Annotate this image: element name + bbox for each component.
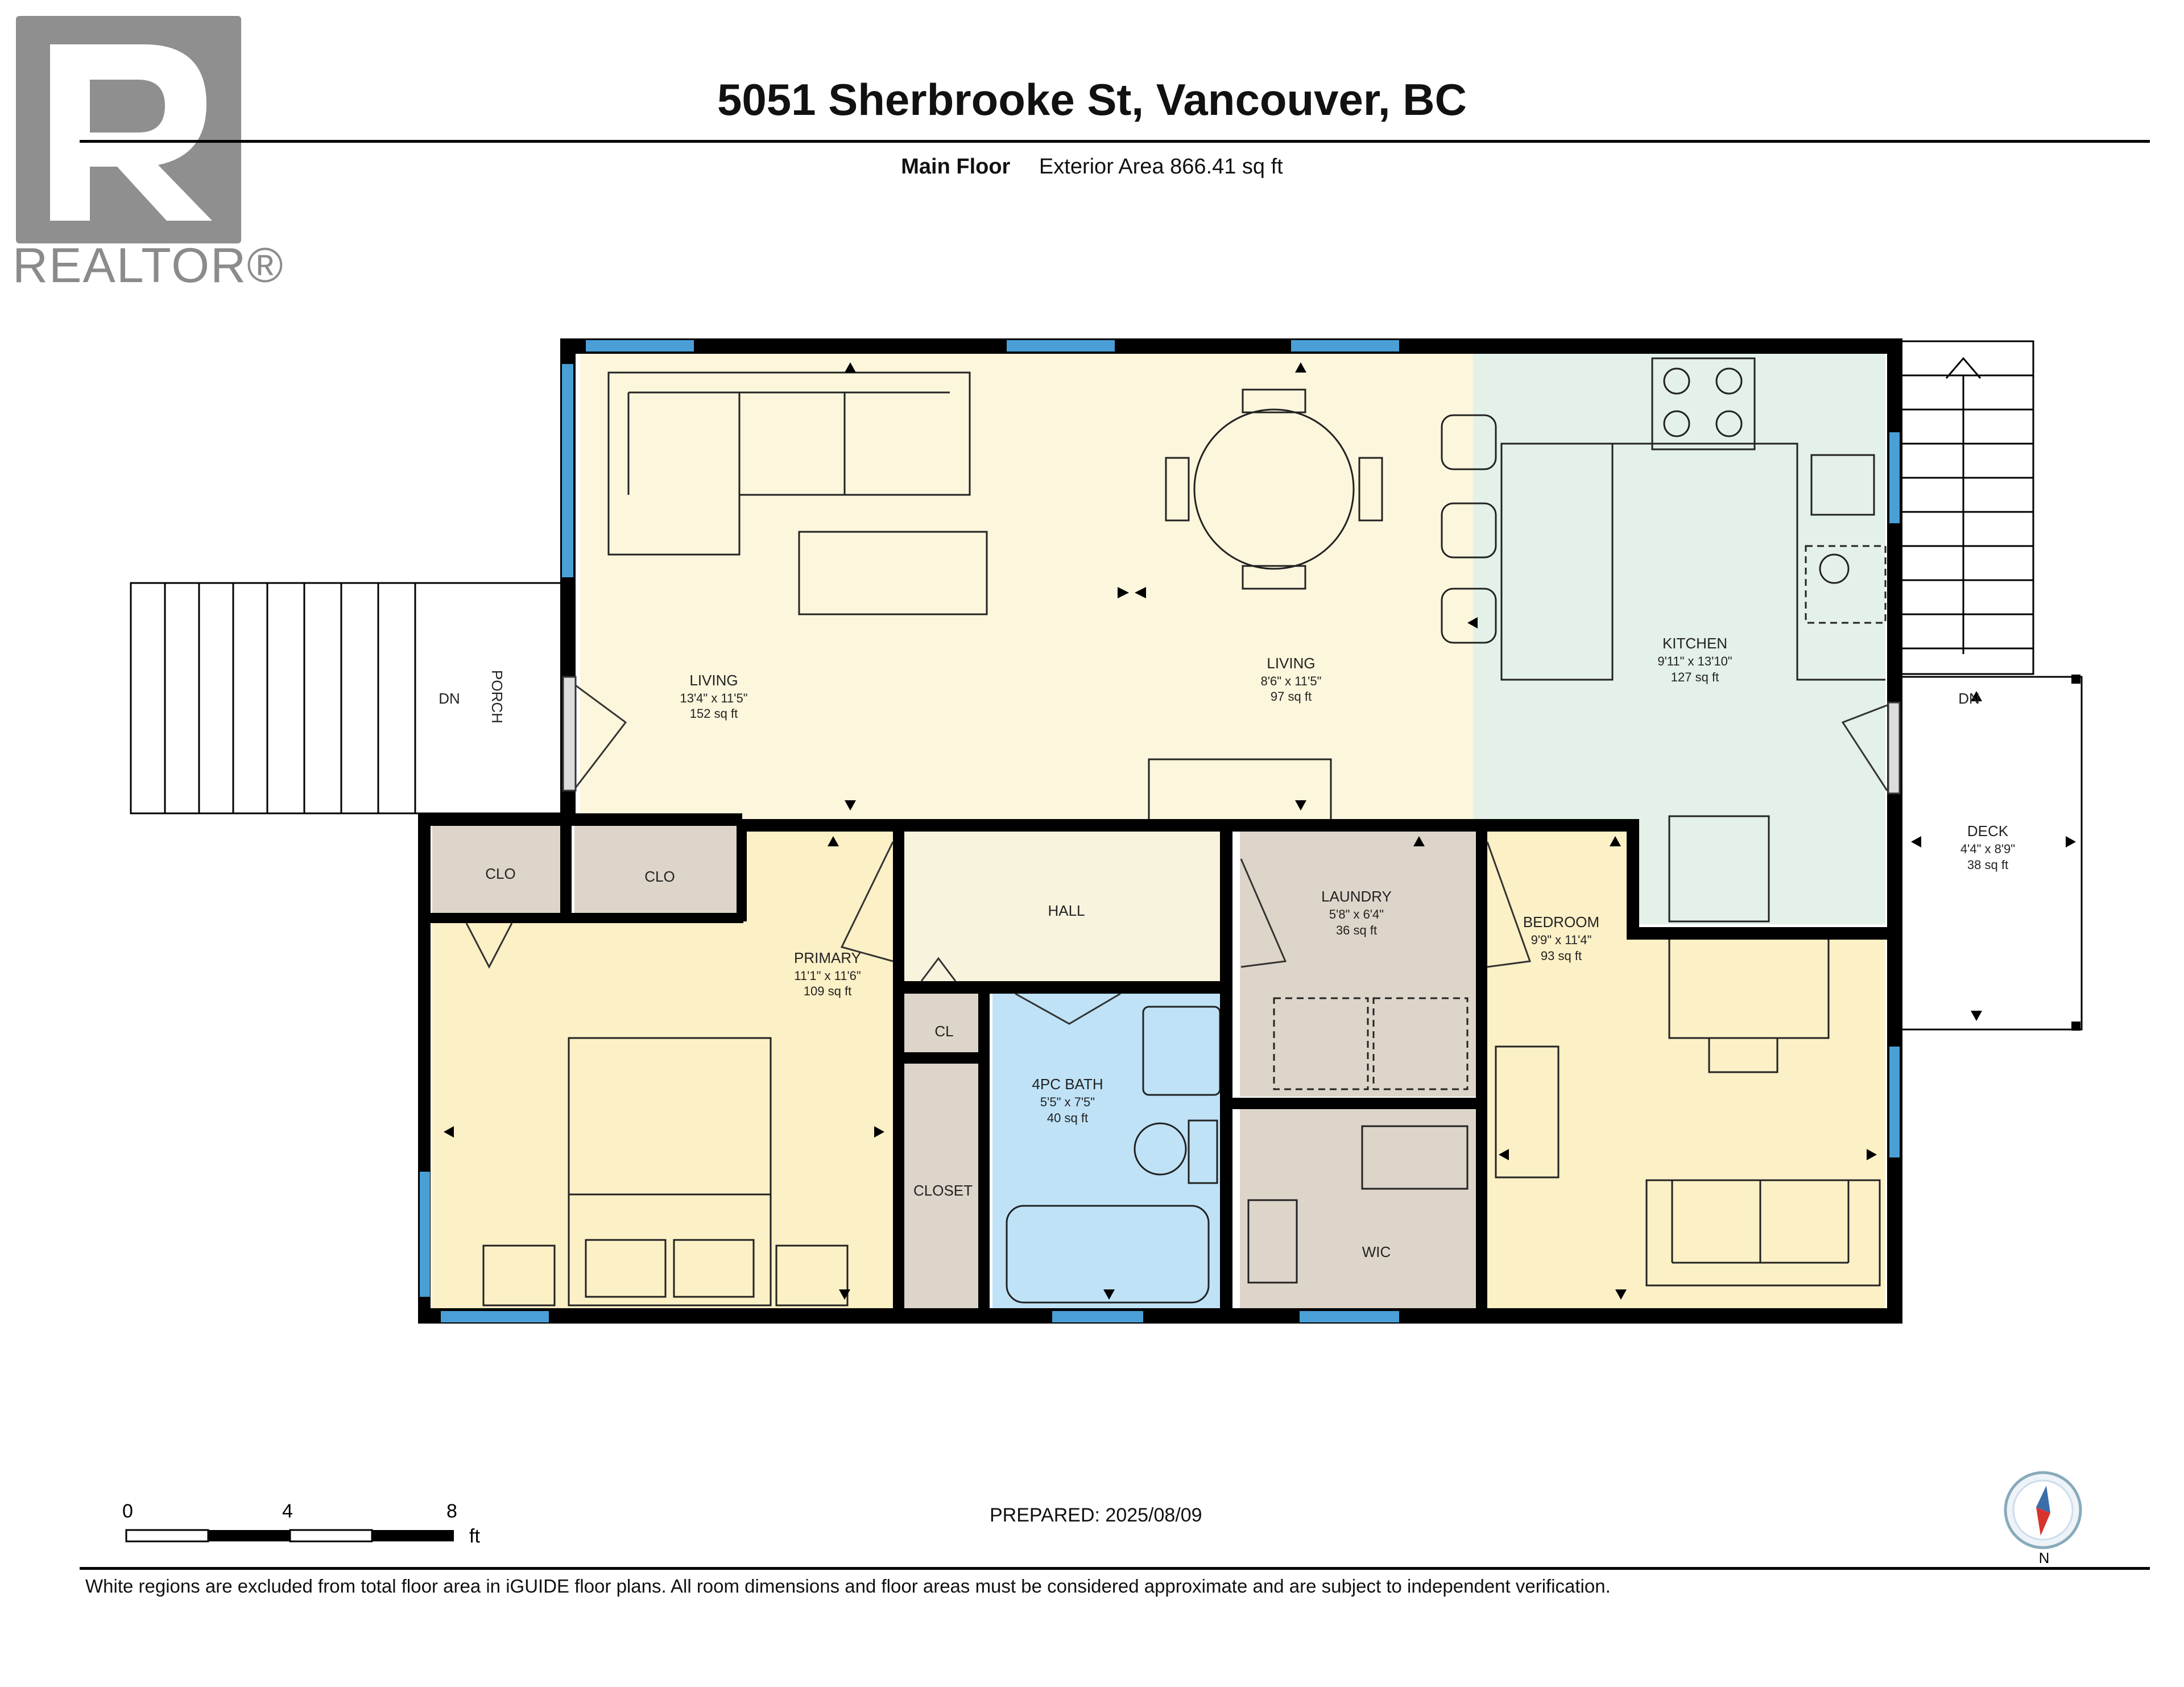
hall-name: HALL xyxy=(1048,902,1085,919)
floor-subtitle: Main Floor Exterior Area 866.41 sq ft xyxy=(0,155,2184,179)
footer-disclaimer: White regions are excluded from total fl… xyxy=(85,1576,1611,1597)
deck-name: DECK xyxy=(1967,822,2009,840)
scale-label-8: 8 xyxy=(446,1500,457,1522)
clo-1-fill xyxy=(432,824,563,916)
scale-label-4: 4 xyxy=(282,1500,293,1522)
clo1-name: CLO xyxy=(485,865,515,882)
toilet xyxy=(1134,1122,1187,1176)
doors xyxy=(465,676,1901,1025)
wic-shelf xyxy=(1361,1125,1469,1190)
bedroom-upper-fill xyxy=(1487,824,1629,932)
exterior-area: Exterior Area 866.41 sq ft xyxy=(1039,155,1283,179)
wic-fill xyxy=(1240,1106,1476,1308)
kitchen-dims: 9'11" x 13'10" xyxy=(1657,654,1732,668)
living1-name: LIVING xyxy=(689,672,738,689)
bath-dims: 5'5" x 7'5" xyxy=(1040,1095,1095,1109)
bath-area: 40 sq ft xyxy=(1047,1111,1088,1125)
hall-fill xyxy=(901,824,1228,989)
living1-area: 152 sq ft xyxy=(690,706,738,721)
bedroom-name: BEDROOM xyxy=(1523,913,1599,931)
living2-name: LIVING xyxy=(1267,655,1315,672)
fridge xyxy=(1668,815,1770,923)
bedroom-sofa xyxy=(1645,1179,1881,1287)
laundry-name: LAUNDRY xyxy=(1321,888,1392,905)
living2-dims: 8'6" x 11'5" xyxy=(1261,674,1322,688)
compass-north-label: N xyxy=(2039,1549,2050,1566)
stool-1 xyxy=(1441,414,1497,470)
kitchen-sink xyxy=(1810,454,1875,516)
clo-2-fill xyxy=(574,824,745,916)
bedroom-dims: 9'9" x 11'4" xyxy=(1531,933,1592,947)
realtor-r-icon xyxy=(50,44,212,221)
kitchen-name: KITCHEN xyxy=(1662,635,1727,652)
primary-fill xyxy=(432,916,893,1308)
realtor-logo xyxy=(16,16,241,243)
stool-2 xyxy=(1441,502,1497,559)
deck-dims: 4'4" x 8'9" xyxy=(1960,842,2015,856)
porch-stairs xyxy=(130,582,564,814)
porch-name: PORCH xyxy=(489,670,506,723)
page-title: 5051 Sherbrooke St, Vancouver, BC xyxy=(717,75,1467,125)
bedroom-area: 93 sq ft xyxy=(1541,949,1582,963)
living-area-fill xyxy=(580,350,1482,819)
scale-bar: 0 4 8 ft xyxy=(122,1500,480,1547)
scale-unit: ft xyxy=(469,1525,480,1547)
deck-area: 38 sq ft xyxy=(1967,858,2008,872)
porch-dn: DN xyxy=(439,690,460,707)
deck-dn: DN xyxy=(1958,690,1980,707)
primary-name: PRIMARY xyxy=(794,949,861,966)
clo2-name: CLO xyxy=(644,868,675,885)
nightstand-2 xyxy=(775,1244,849,1306)
closet-fill xyxy=(901,1064,981,1308)
bed xyxy=(568,1037,772,1306)
cl-fill xyxy=(901,990,981,1052)
wic-cabinet xyxy=(1247,1199,1298,1284)
bath-fill xyxy=(992,990,1223,1308)
washer xyxy=(1273,997,1369,1090)
nightstand-1 xyxy=(482,1244,556,1306)
realtor-wordmark: REALTOR® xyxy=(13,238,284,293)
scale-label-0: 0 xyxy=(122,1500,133,1522)
dishwasher xyxy=(1805,545,1887,624)
prepared-date: PREPARED: 2025/08/09 xyxy=(990,1504,1202,1526)
primary-area: 109 sq ft xyxy=(804,984,851,998)
laundry-fill xyxy=(1240,824,1476,1097)
dresser xyxy=(1495,1045,1560,1179)
living1-dims: 13'4" x 11'5" xyxy=(680,691,747,705)
cooktop xyxy=(1651,357,1756,450)
bedroom-fill xyxy=(1487,932,1885,1308)
cl-name: CL xyxy=(934,1023,953,1040)
closet-name: CLOSET xyxy=(913,1182,973,1199)
primary-dims: 11'1" x 11'6" xyxy=(794,969,861,983)
bath-name: 4PC BATH xyxy=(1032,1076,1103,1093)
dryer xyxy=(1372,997,1469,1090)
floor-name: Main Floor xyxy=(901,155,1011,179)
windows xyxy=(420,340,1900,1322)
stool-3 xyxy=(1441,588,1497,644)
bathtub xyxy=(1006,1205,1210,1304)
deck-posts xyxy=(2071,675,2080,1031)
primary-entry-fill xyxy=(745,824,893,916)
laundry-area: 36 sq ft xyxy=(1336,923,1377,937)
coffee-table xyxy=(798,531,988,615)
living2-area: 97 sq ft xyxy=(1271,689,1312,704)
deck-stairs xyxy=(1893,340,2083,1031)
wic-name: WIC xyxy=(1362,1243,1391,1260)
footer-rule xyxy=(80,1567,2150,1570)
dining-table xyxy=(1193,408,1355,570)
dimension-ticks xyxy=(444,362,2076,1300)
kitchen-area: 127 sq ft xyxy=(1671,670,1719,684)
compass-icon: N xyxy=(2004,1471,2082,1566)
laundry-dims: 5'8" x 6'4" xyxy=(1329,907,1384,921)
kitchen-island xyxy=(1500,443,1614,681)
furniture xyxy=(482,357,1887,1306)
header-rule xyxy=(80,140,2150,143)
